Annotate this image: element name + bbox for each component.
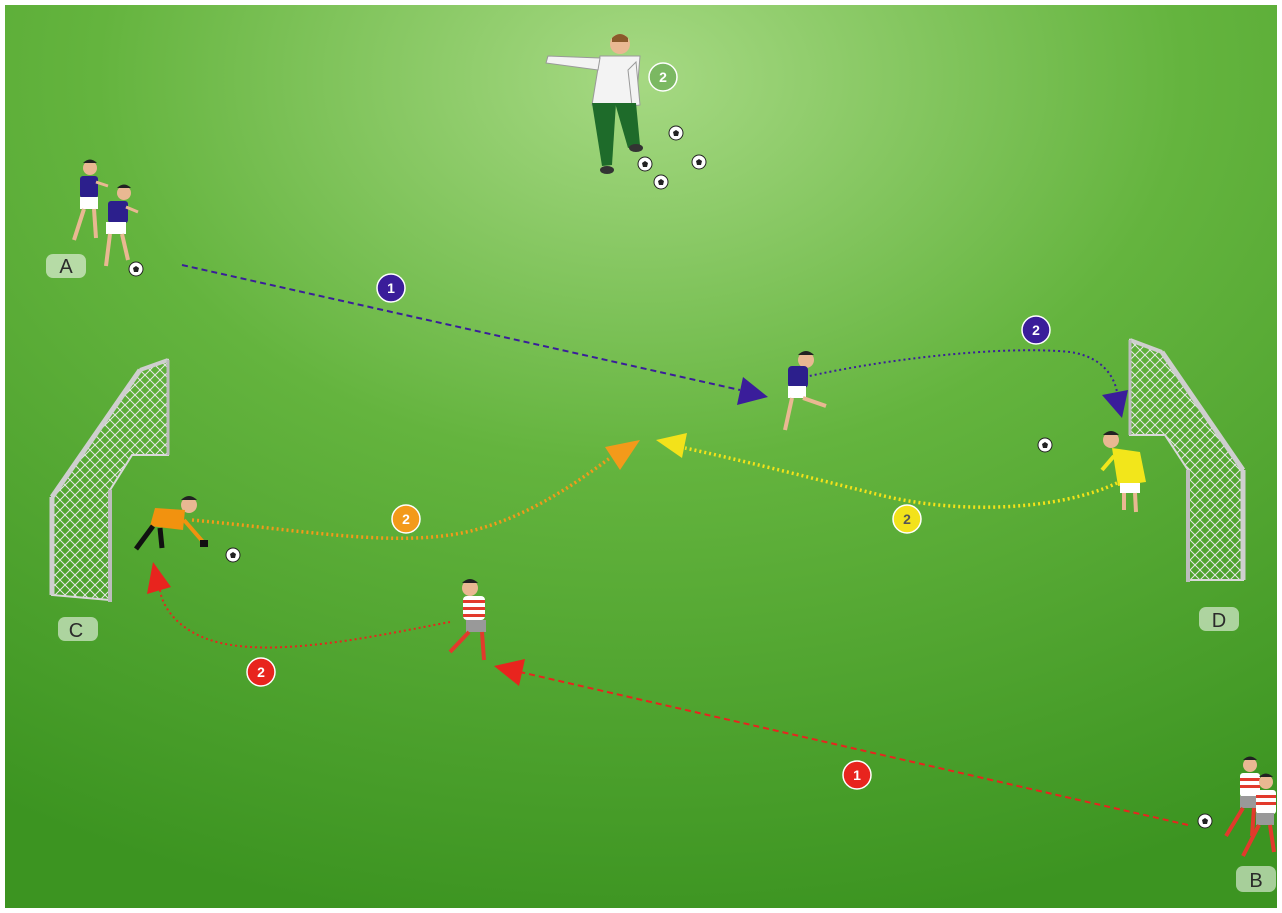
goal-c	[49, 358, 170, 602]
ball-c	[225, 547, 241, 563]
svg-text:2: 2	[1032, 322, 1040, 338]
coach-figure	[545, 34, 643, 174]
step-badge-yellow-throw: 2	[892, 504, 922, 534]
step-badge-orange-throw: 2	[391, 504, 421, 534]
svg-text:2: 2	[402, 511, 410, 527]
path-yellow-throw	[656, 433, 1118, 509]
svg-text:2: 2	[903, 511, 911, 527]
step-badge-blue-pass: 1	[376, 273, 406, 303]
blue-shooter	[783, 351, 827, 431]
blue-player-a2	[104, 184, 139, 267]
coach-ball-3	[691, 154, 707, 170]
svg-text:1: 1	[853, 767, 861, 783]
svg-text:B: B	[1249, 870, 1262, 892]
path-red-shot	[147, 562, 451, 649]
coach-ball-1	[668, 125, 684, 141]
pitch	[5, 5, 1277, 908]
ball-d	[1037, 437, 1053, 453]
zone-label-d: D	[1199, 607, 1239, 632]
svg-text:C: C	[69, 620, 83, 642]
path-orange-throw	[191, 440, 640, 541]
arrowhead-red-pass	[494, 659, 525, 686]
path-blue-shot	[804, 349, 1128, 418]
zone-label-b: B	[1236, 866, 1276, 892]
red-shooter	[448, 579, 486, 661]
arrowhead-red-shot	[147, 562, 171, 594]
zone-label-a: A	[46, 254, 86, 278]
ball-b	[1197, 813, 1213, 829]
step-badge-red-shot: 2	[246, 657, 276, 687]
arrowhead-blue-pass	[737, 377, 768, 405]
path-red-pass	[494, 659, 1189, 826]
step-badge-coach: 2	[648, 62, 678, 92]
arrowhead-yellow-throw	[656, 433, 687, 458]
coach-ball-4	[653, 174, 669, 190]
svg-text:1: 1	[387, 280, 395, 296]
step-badge-blue-shot: 2	[1021, 315, 1051, 345]
arrowhead-blue-shot	[1102, 390, 1128, 418]
goal-d	[1128, 338, 1246, 582]
yellow-goalkeeper	[1100, 431, 1146, 513]
coach-ball-2	[637, 156, 653, 172]
svg-text:D: D	[1212, 610, 1226, 632]
red-player-b2	[1241, 773, 1276, 857]
arrowhead-orange-throw	[605, 440, 640, 470]
ball-a	[128, 261, 144, 277]
step-badge-red-pass: 1	[842, 760, 872, 790]
orange-goalkeeper	[133, 496, 208, 551]
blue-player-a1	[72, 159, 109, 241]
svg-text:2: 2	[257, 664, 265, 680]
zone-label-c: C	[58, 617, 98, 642]
red-player-b1	[1224, 756, 1260, 838]
path-blue-pass	[181, 264, 768, 405]
svg-text:2: 2	[659, 69, 667, 85]
svg-text:A: A	[59, 256, 73, 278]
